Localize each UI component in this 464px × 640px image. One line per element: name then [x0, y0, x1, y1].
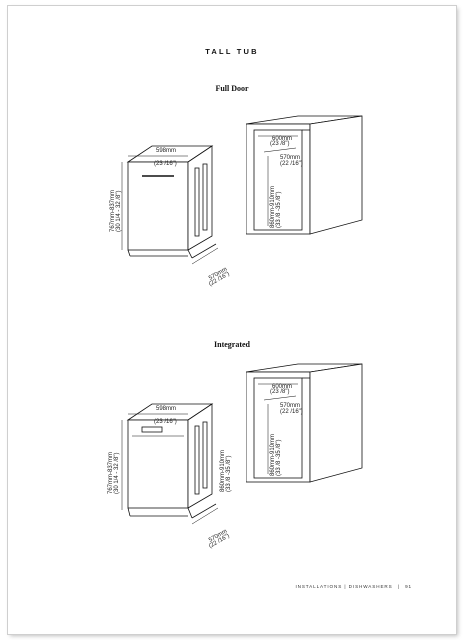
- in-cav-depth-inch-label: (22 /16"): [280, 409, 303, 415]
- in-dw-width-label: 598mm: [156, 406, 176, 412]
- fd-dw-height-inch-label: (30 1/4 - 32 /8"): [116, 191, 122, 232]
- fd-cav-width-inch-label: (23 /8"): [270, 141, 289, 147]
- integrated-heading: Integrated: [214, 340, 250, 349]
- in-dw-cabinet-height-label: 860mm-910mm: [220, 450, 226, 492]
- footer-section: INSTALLATIONS: [295, 584, 343, 589]
- page-title: TALL TUB: [205, 47, 259, 56]
- fd-cav-height-label: 860mm-910mm: [270, 186, 276, 228]
- page-footer: INSTALLATIONS | DISHWASHERS | 91: [295, 584, 412, 589]
- in-cav-height-label: 860mm-910mm: [270, 434, 276, 476]
- integrated-dishwasher-diagram: 598mm (23 /16") 767mm-837mm (30 1/4 - 32…: [108, 403, 232, 550]
- fd-cav-height-inch-label: (33 /8 -35 /8"): [276, 192, 282, 228]
- integrated-cavity-diagram: 600mm (23 /8") 570mm (22 /16") 860mm-910…: [246, 363, 363, 483]
- footer-separator: |: [344, 584, 347, 589]
- footer-chapter: DISHWASHERS: [348, 584, 393, 589]
- in-dw-height-inch-label: (30 1/4 - 32 /8"): [114, 453, 120, 494]
- in-cav-height-inch-label: (33 /8 -35 /8"): [276, 440, 282, 476]
- fd-cav-depth-label: 570mm: [280, 155, 300, 161]
- in-cav-width-inch-label: (23 /8"): [270, 389, 289, 395]
- manual-page: TALL TUB Full Door 598mm (23 /16") 767mm…: [8, 6, 456, 634]
- fd-dw-width-label: 598mm: [156, 148, 176, 154]
- fd-dw-height-label: 767mm-837mm: [110, 190, 116, 232]
- full-door-cavity-diagram: 600mm (23 /8") 570mm (22 /16") 860mm-910…: [246, 115, 363, 235]
- in-cav-width-label: 600mm: [272, 384, 292, 390]
- fd-cav-depth-inch-label: (22 /16"): [280, 161, 303, 167]
- in-dw-height-label: 767mm-837mm: [108, 452, 114, 494]
- page-number: 91: [405, 584, 412, 589]
- fd-dw-width-inch-label: (23 /16"): [154, 161, 177, 167]
- full-door-heading: Full Door: [215, 84, 249, 93]
- full-door-dishwasher-diagram: 598mm (23 /16") 767mm-837mm (30 1/4 - 32…: [110, 145, 231, 288]
- footer-divider: |: [397, 584, 400, 589]
- in-dw-width-inch-label: (23 /16"): [154, 419, 177, 425]
- in-cav-depth-label: 570mm: [280, 403, 300, 409]
- fd-cav-width-label: 600mm: [272, 136, 292, 142]
- in-dw-cabinet-height-inch-label: (33 /8 -35 /8"): [226, 456, 232, 492]
